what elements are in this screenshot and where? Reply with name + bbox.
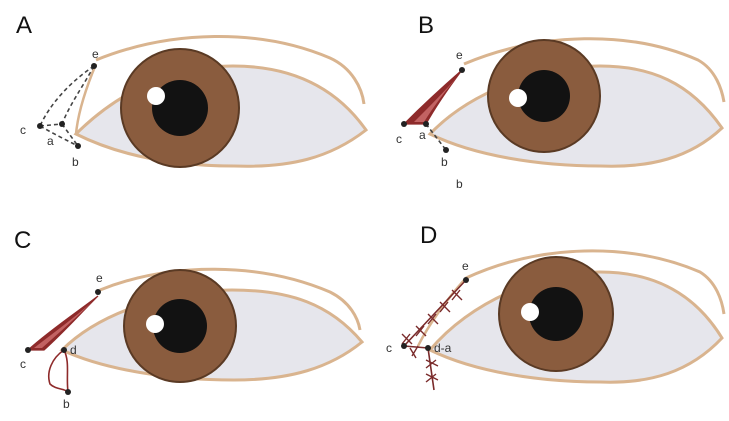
panel-c-label-d: d	[70, 343, 77, 357]
panel-b-label-b: b	[441, 155, 448, 169]
panel-c-label-b: b	[63, 397, 70, 411]
panel-d-suture-stitches	[401, 289, 463, 383]
panel-b-label-stray: b	[456, 177, 463, 191]
panel-c-point-c	[25, 347, 31, 353]
panel-a-highlight	[147, 87, 165, 105]
panel-b-highlight	[509, 89, 527, 107]
panel-d-pupil	[529, 287, 583, 341]
panel-a-label-a: a	[47, 134, 54, 148]
panel-a-label-b: b	[72, 155, 79, 169]
panel-c-point-b	[65, 389, 71, 395]
panel-c-point-d	[61, 347, 67, 353]
panel-a-eyelid-crease	[95, 35, 366, 105]
panel-d-highlight	[521, 303, 539, 321]
panel-d-medial-closure	[416, 277, 467, 347]
panel-c-letter: C	[14, 227, 31, 254]
panel-d-label-e: e	[462, 259, 469, 273]
panel-a-point-c	[37, 123, 43, 129]
panel-c-highlight	[146, 315, 164, 333]
panel-d-point-c	[401, 343, 407, 349]
panel-b-point-c	[401, 121, 407, 127]
panel-c-eyelid-crease	[99, 267, 362, 331]
panel-a-point-e	[91, 63, 97, 69]
panel-c-flap-lower	[48, 348, 70, 395]
panel-a-label-e: e	[92, 47, 99, 61]
panel-c-point-e	[95, 289, 101, 295]
panel-a-point-a	[59, 121, 65, 127]
panel-b: B e c a b b	[396, 12, 726, 191]
panel-a: A e c a b	[16, 12, 369, 169]
panel-a-dashed-incisions	[39, 65, 95, 147]
panel-a-label-c: c	[20, 123, 26, 137]
panel-b-label-e: e	[456, 48, 463, 62]
panel-c: C e c d b	[14, 227, 365, 411]
panel-d-letter: D	[420, 222, 437, 249]
panel-d-label-da: d-a	[434, 341, 452, 355]
panel-d-point-da	[425, 345, 431, 351]
panel-b-point-a	[423, 121, 429, 127]
panel-d-point-e	[463, 277, 469, 283]
panel-c-pupil	[153, 299, 207, 353]
panel-d: D e c d-a	[386, 222, 726, 391]
panel-d-label-c: c	[386, 341, 392, 355]
panel-a-letter: A	[16, 12, 32, 39]
panel-b-flap	[402, 69, 463, 125]
panel-b-letter: B	[418, 12, 434, 39]
panel-b-point-b	[443, 147, 449, 153]
panel-a-caruncle	[74, 63, 98, 135]
panel-a-pupil	[152, 80, 208, 136]
panel-c-label-e: e	[96, 271, 103, 285]
panel-a-point-b	[75, 143, 81, 149]
panel-b-point-e	[459, 67, 465, 73]
panel-b-label-c: c	[396, 132, 402, 146]
panel-b-dashed-incision	[425, 123, 447, 151]
panel-d-eyelid-crease	[465, 249, 726, 315]
panel-b-label-a: a	[419, 128, 426, 142]
panel-d-suture-line	[403, 279, 467, 391]
panel-b-pupil	[518, 70, 570, 122]
panel-c-label-c: c	[20, 357, 26, 371]
